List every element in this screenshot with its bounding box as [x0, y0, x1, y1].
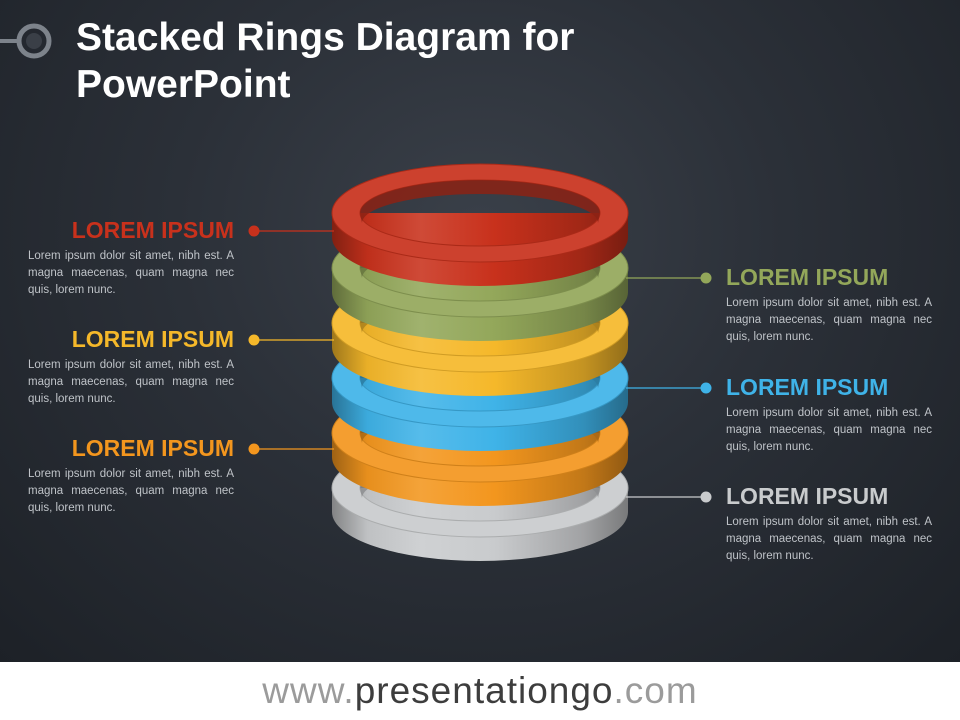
callout-text-5: Lorem ipsum dolor sit amet, nibh est. A …	[28, 468, 234, 514]
connector-dot-1	[248, 225, 260, 237]
callout-text-2: Lorem ipsum dolor sit amet, nibh est. A …	[726, 297, 932, 343]
callout-text-3: Lorem ipsum dolor sit amet, nibh est. A …	[28, 359, 234, 405]
footer-domain: presentationgo	[354, 670, 614, 711]
callout-heading-2: LOREM IPSUM	[726, 264, 889, 290]
rings-group	[331, 163, 629, 561]
footer-prefix: www.	[262, 670, 355, 711]
title-line-2: PowerPoint	[76, 63, 291, 106]
callout-text-1: Lorem ipsum dolor sit amet, nibh est. A …	[28, 250, 234, 296]
connector-dot-4	[700, 382, 712, 394]
callout-heading-5: LOREM IPSUM	[71, 435, 234, 461]
callout-text-4: Lorem ipsum dolor sit amet, nibh est. A …	[726, 407, 932, 453]
callout-6: LOREM IPSUM Lorem ipsum dolor sit amet, n…	[726, 482, 932, 565]
callout-heading-4: LOREM IPSUM	[726, 374, 889, 400]
callout-heading-6: LOREM IPSUM	[726, 483, 889, 509]
callout-2: LOREM IPSUM Lorem ipsum dolor sit amet, n…	[726, 263, 932, 346]
connector-dot-6	[700, 491, 712, 503]
callout-heading-1: LOREM IPSUM	[71, 217, 234, 243]
ring-inner-wall-1	[360, 180, 600, 223]
connector-dot-5	[248, 443, 260, 455]
callout-heading-3: LOREM IPSUM	[71, 326, 234, 352]
callout-4: LOREM IPSUM Lorem ipsum dolor sit amet, n…	[726, 373, 932, 456]
callout-5: LOREM IPSUM Lorem ipsum dolor sit amet, n…	[28, 434, 234, 517]
footer-bar: www.presentationgo.com	[0, 662, 960, 720]
slide-canvas: Stacked Rings Diagram for PowerPoint LOR…	[0, 0, 960, 662]
title-line-1: Stacked Rings Diagram for	[76, 16, 575, 59]
page-title: Stacked Rings Diagram for PowerPoint	[76, 14, 776, 108]
callout-1: LOREM IPSUM Lorem ipsum dolor sit amet, n…	[28, 216, 234, 299]
stacked-rings-diagram	[248, 163, 712, 561]
connector-dot-3	[248, 334, 260, 346]
callout-text-6: Lorem ipsum dolor sit amet, nibh est. A …	[726, 516, 932, 562]
footer-suffix: .com	[613, 670, 698, 711]
logo-ring-icon	[0, 23, 52, 59]
ring-1	[331, 163, 629, 286]
connector-dot-2	[700, 272, 712, 284]
connectors-group	[248, 225, 712, 503]
callout-3: LOREM IPSUM Lorem ipsum dolor sit amet, n…	[28, 325, 234, 408]
